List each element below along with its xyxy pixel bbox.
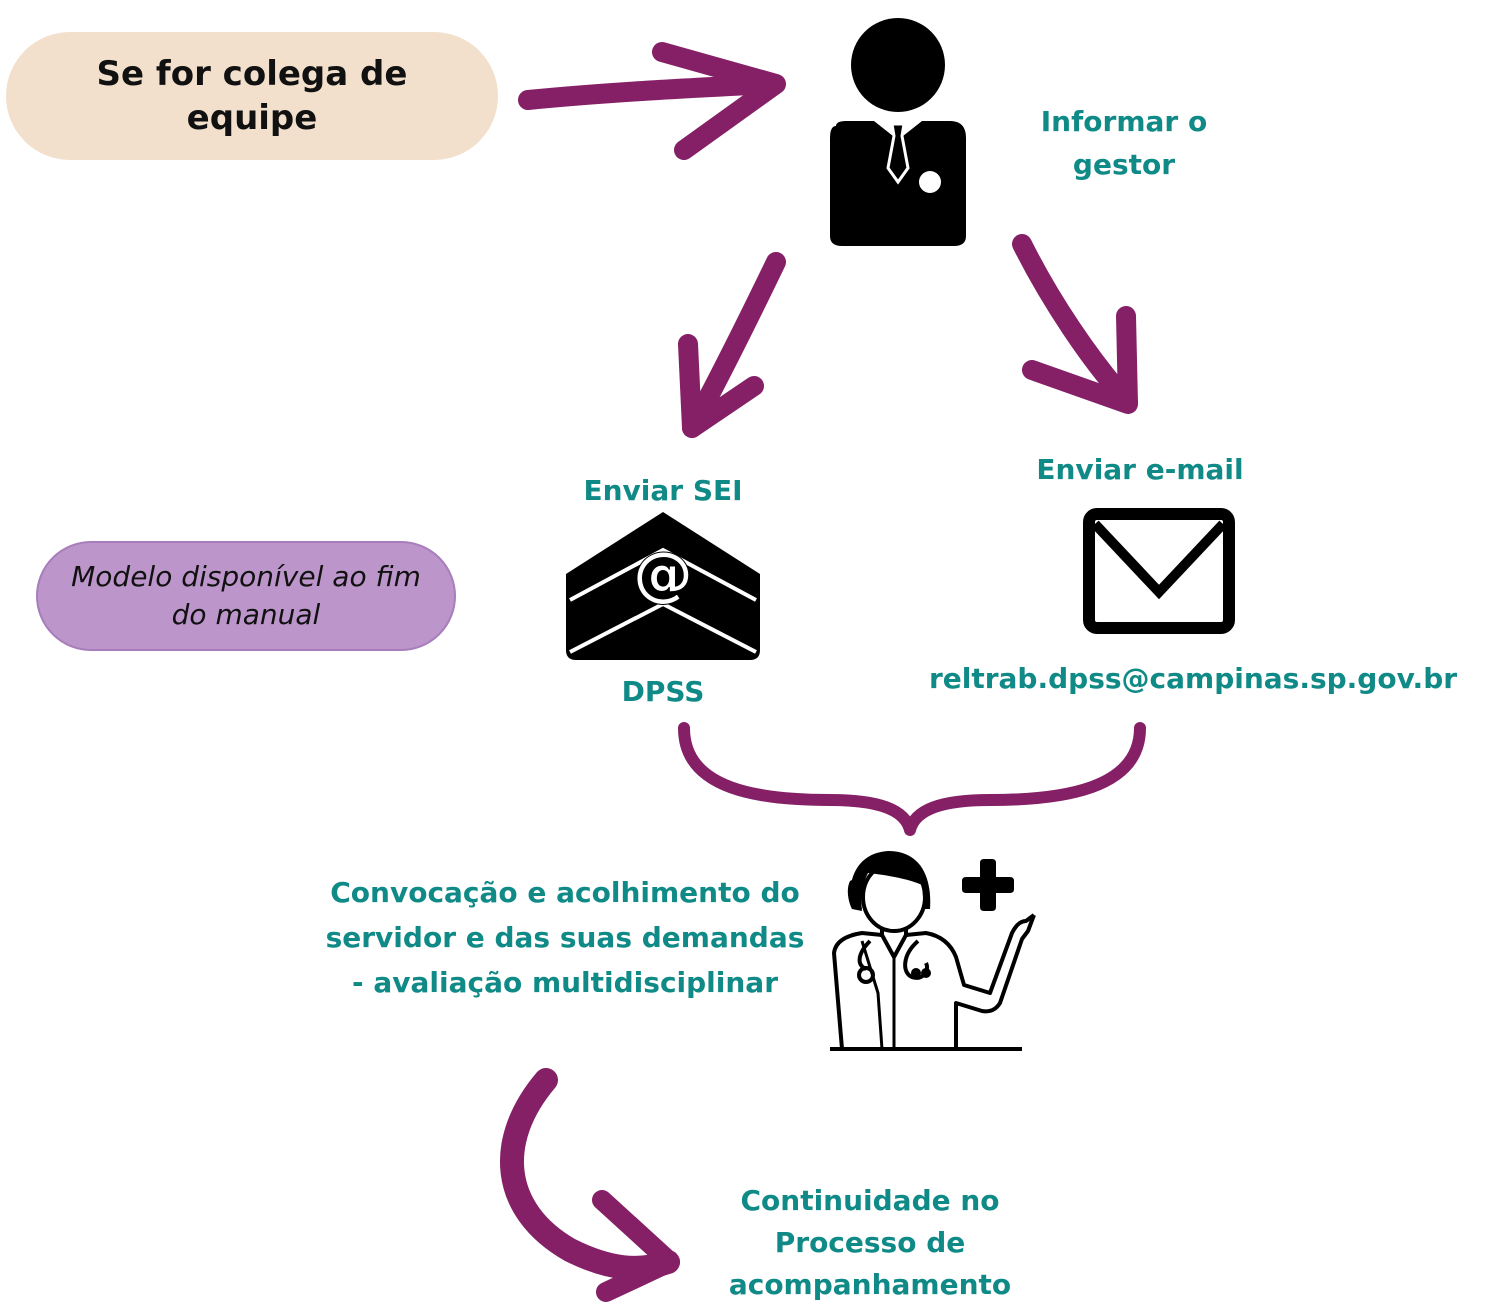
doctor-icon (830, 851, 1036, 1051)
continuity-text: Continuidade no Processo de acompanhamen… (728, 1184, 1012, 1301)
svg-text:@: @ (633, 539, 693, 609)
convocation-label: Convocação e acolhimento do servidor e d… (320, 870, 810, 1005)
model-note-text: Modelo disponível ao fim do manual (71, 560, 421, 631)
colleague-pill: Se for colega de equipe (6, 32, 498, 160)
person-suit-icon (830, 18, 966, 246)
inform-manager-label: Informar o gestor (1010, 100, 1238, 186)
envelope-at-icon: @ (566, 512, 760, 660)
colleague-pill-text: Se for colega de equipe (96, 54, 408, 138)
convocation-text: Convocação e acolhimento do servidor e d… (325, 876, 805, 999)
email-address-label: reltrab.dpss@campinas.sp.gov.br (928, 662, 1458, 695)
send-email-label: Enviar e-mail (1036, 453, 1244, 486)
dpss-label: DPSS (621, 675, 705, 708)
envelope-icon (1083, 508, 1235, 634)
model-note-pill: Modelo disponível ao fim do manual (36, 541, 456, 651)
inform-manager-text: Informar o gestor (1040, 105, 1208, 181)
continuity-label: Continuidade no Processo de acompanhamen… (690, 1180, 1050, 1303)
send-sei-label: Enviar SEI (583, 474, 743, 507)
